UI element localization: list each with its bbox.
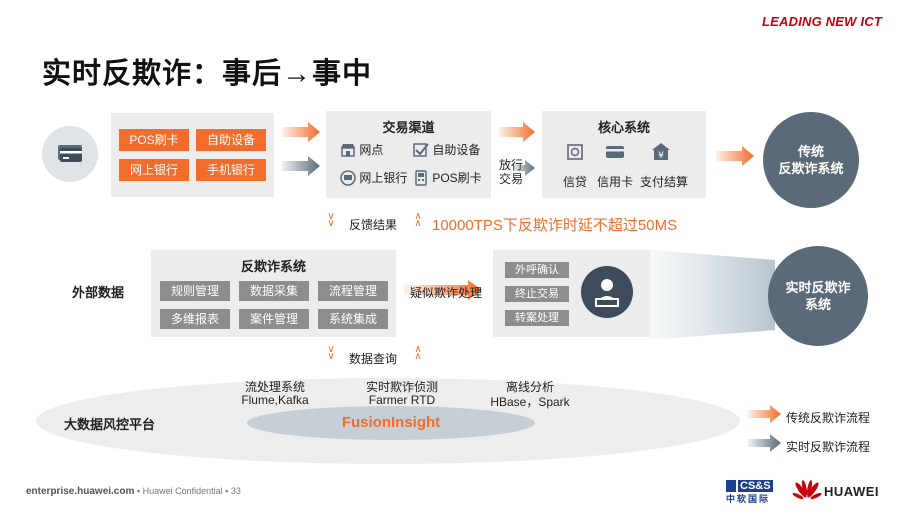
stream-processing-name: 流处理系统 [244, 380, 305, 394]
core-item-loan: 信贷 [563, 175, 588, 189]
trade-channel-title: 交易渠道 [382, 120, 435, 135]
stream-processing-tech: Flume,Kafka [241, 393, 309, 407]
fusioninsight-label: FusionInsight [341, 414, 441, 431]
feedback-up-icon: ∧∧ [414, 211, 422, 229]
transfer-case-button[interactable]: 转案处理 [505, 310, 569, 326]
footer-page-number: 33 [230, 486, 241, 496]
data-query-label: 数据查询 [349, 352, 398, 366]
css-logo-sub: 中软国际 [726, 494, 771, 504]
flow-arrows-1 [282, 122, 320, 176]
core-system-title: 核心系统 [597, 120, 650, 135]
query-down-icon: ∨∨ [327, 344, 335, 362]
huawei-logo-text: HUAWEI [824, 484, 879, 499]
latency-highlight: 10000TPS下反欺诈时延不超过50MS [432, 217, 678, 234]
suspected-arrow [404, 280, 482, 300]
suspected-fraud-label: 疑似欺诈处理 [410, 286, 483, 300]
svg-text:¥: ¥ [658, 151, 664, 161]
legend-traditional-label: 传统反欺诈流程 [786, 411, 871, 425]
css-logo-mark: CS&S [726, 480, 778, 492]
yen-payment-icon: ¥ [652, 143, 670, 161]
projection-beam [650, 250, 775, 340]
offline-analysis-tech: HBase，Spark [490, 395, 570, 409]
process-management-button[interactable]: 流程管理 [318, 281, 388, 301]
card-icon-circle [42, 126, 98, 182]
footer-sep-2: ▪ [225, 486, 231, 496]
legend-traditional-arrow [748, 405, 781, 423]
huawei-logo-icon [792, 480, 822, 500]
page-title: 实时反欺诈：事后→事中 [42, 58, 373, 90]
trade-item-branch-label: 网点 [359, 143, 384, 157]
footer-sep-1: ▪ [136, 486, 143, 496]
channels-panel [111, 113, 274, 197]
flow-arrow-3 [716, 146, 754, 166]
terminate-transaction-button[interactable]: 终止交易 [505, 286, 569, 302]
trade-item-online-bank: 网上银行 [340, 169, 407, 186]
outbound-call-button[interactable]: 外呼确认 [505, 262, 569, 278]
credit-card-icon [58, 145, 82, 162]
offline-analysis-name: 离线分析 [505, 380, 554, 394]
legend-realtime-label: 实时反欺诈流程 [786, 440, 871, 454]
realtime-detection-tech: Farmer RTD [368, 393, 436, 407]
credit-card-small-icon [606, 146, 624, 158]
checkbox-icon [413, 142, 429, 157]
traditional-antifraud-circle: 传统 反欺诈系统 [763, 112, 859, 208]
channel-online-bank-button[interactable]: 网上银行 [119, 159, 189, 181]
system-integration-button[interactable]: 系统集成 [318, 309, 388, 329]
css-logo-text: CS&S [738, 480, 773, 492]
trade-item-self-service-label: 自助设备 [432, 143, 481, 157]
trade-item-self-service: 自助设备 [413, 141, 480, 158]
monitor-icon [340, 169, 356, 186]
channel-self-service-button[interactable]: 自助设备 [196, 129, 266, 151]
feedback-down-icon: ∨∨ [327, 211, 335, 229]
footer-confidential: Huawei Confidential [142, 486, 223, 496]
fusioninsight-ellipse [247, 406, 535, 440]
store-icon [341, 143, 355, 157]
realtime-antifraud-circle: 实时反欺诈 系统 [768, 246, 868, 346]
footer-site: enterprise.huawei.com [26, 486, 135, 497]
css-logo: CS&S 中软国际 [726, 480, 778, 505]
case-management-button[interactable]: 案件管理 [239, 309, 309, 329]
pos-terminal-icon [415, 169, 427, 186]
data-collection-button[interactable]: 数据采集 [239, 281, 309, 301]
multidim-report-button[interactable]: 多维报表 [160, 309, 230, 329]
trade-item-pos: POS刷卡 [413, 169, 482, 186]
bigdata-platform-label: 大数据风控平台 [64, 417, 156, 432]
legend-realtime-arrow [748, 434, 781, 452]
core-item-payment: 支付结算 [640, 175, 689, 189]
operator-icon [595, 279, 619, 307]
realtime-detection-name: 实时欺诈侦测 [365, 380, 438, 394]
channel-mobile-bank-button[interactable]: 手机银行 [196, 159, 266, 181]
footer: enterprise.huawei.com ▪ Huawei Confident… [26, 486, 241, 497]
antifraud-title: 反欺诈系统 [240, 259, 306, 274]
brand-text: LEADING NEW ICT [762, 14, 882, 29]
feedback-label: 反馈结果 [349, 218, 398, 232]
css-logo-box [726, 480, 736, 492]
trade-item-pos-label: POS刷卡 [432, 171, 482, 185]
query-up-icon: ∧∧ [414, 344, 422, 362]
trade-item-online-bank-label: 网上银行 [359, 171, 408, 185]
operator-avatar [581, 266, 633, 318]
rule-management-button[interactable]: 规则管理 [160, 281, 230, 301]
core-item-credit-card: 信用卡 [597, 175, 634, 189]
channel-pos-button[interactable]: POS刷卡 [119, 129, 189, 151]
loan-icon [567, 144, 583, 160]
flow-arrows-2 [499, 122, 535, 176]
trade-item-branch: 网点 [340, 141, 383, 158]
external-data-label: 外部数据 [72, 285, 125, 300]
